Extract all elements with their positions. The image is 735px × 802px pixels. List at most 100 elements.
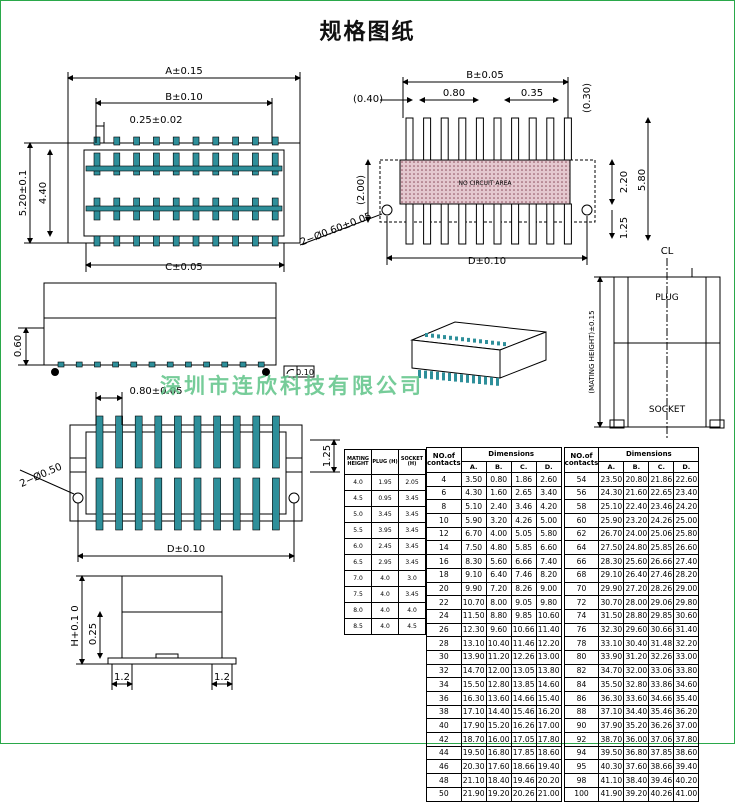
mt-cell: 35.20: [623, 718, 650, 734]
side-pin: [94, 361, 101, 368]
fp-dim-220-label: 2.20: [619, 171, 630, 193]
ht-cell: 3.45: [398, 554, 426, 571]
mt-cell: 16: [426, 554, 462, 569]
mt-cell: 38.40: [623, 773, 650, 788]
bottom-pin: [95, 477, 104, 531]
mt-cell: 5.60: [485, 554, 512, 569]
iso-pin: [425, 333, 428, 337]
bottom-pin-rows: [95, 415, 280, 531]
top-pin: [192, 136, 200, 146]
mt-cell: 17.00: [535, 718, 562, 734]
side-dim-060-label: 0.60: [13, 335, 24, 357]
isometric-view: [410, 321, 547, 386]
mt-cell: 4.26: [510, 513, 537, 528]
ht-cell: 3.95: [371, 522, 399, 539]
mt-cell: 76: [563, 622, 600, 638]
mt-cell: 16.20: [535, 704, 562, 720]
mt-cell: 20.26: [510, 786, 537, 802]
mt-cell: 3.46: [510, 499, 537, 515]
mt-cell: 100: [563, 786, 600, 802]
mt-cell: 16.30: [460, 691, 487, 706]
mt-cell: 30.70: [598, 595, 625, 610]
top-pin: [212, 152, 220, 176]
top-pin: [113, 235, 121, 247]
mt-cell: 39.50: [598, 745, 625, 761]
mt-cell: 18: [426, 567, 462, 583]
mt-cell: 36.30: [598, 691, 625, 706]
mt-cell: 36: [426, 691, 462, 706]
mt-cell: 36.80: [623, 745, 650, 761]
bottom-pin: [115, 477, 123, 531]
ht-cell: 6.0: [344, 538, 372, 555]
mt-cell: 28.26: [648, 581, 675, 597]
top-pin: [192, 235, 200, 247]
mt-cell: 56: [563, 485, 600, 501]
mt-cell: 20.20: [535, 773, 562, 788]
footprint-pad: [511, 203, 520, 245]
top-pin: [133, 136, 140, 146]
mt-cell: 7.20: [485, 581, 512, 597]
mt-cell: 29.85: [648, 608, 675, 624]
mt-cell: 29.06: [648, 595, 675, 610]
mt-cell: 4.20: [535, 499, 562, 515]
mt-cell: 15.50: [460, 677, 487, 692]
mt-cell: 18.66: [510, 759, 537, 775]
top-pin: [252, 152, 259, 176]
footprint-pad: [440, 203, 449, 245]
mt-cell: 34: [426, 677, 462, 692]
mt-cell: 19.40: [535, 759, 562, 775]
bottom-pin: [193, 415, 202, 469]
mt-cell: 74: [563, 608, 600, 624]
mt-cell: 48: [426, 773, 462, 788]
footprint-pad: [405, 117, 414, 161]
bottom-body: [69, 424, 303, 522]
front-dim-12a-label: 1.2: [114, 672, 130, 683]
mt-dims-header-left: Dimensions: [460, 447, 562, 462]
mt-cell: 9.10: [460, 567, 487, 583]
footprint-pad: [493, 203, 502, 245]
ht-cell: 3.45: [398, 490, 426, 507]
mt-cell: 40.26: [648, 786, 675, 802]
mt-cell: 35.46: [648, 704, 675, 720]
ht-cell: 1.95: [371, 474, 399, 491]
technical-drawing: A±0.15 B±0.10 0.25±0.02 C±0.05 5.20±0.1 …: [13, 66, 725, 690]
side-pin-tips: [57, 361, 265, 368]
bottom-pin: [193, 477, 202, 531]
mt-cell: 13.10: [460, 636, 487, 651]
mt-cell: 8.30: [460, 554, 487, 569]
mt-cell: 22: [426, 595, 462, 610]
bottom-pin: [252, 415, 261, 469]
mt-cell: 20.80: [623, 472, 650, 487]
side-pin: [239, 361, 247, 368]
mt-cell: 24.00: [623, 526, 650, 542]
mt-cell: 14.70: [460, 663, 487, 679]
iso-pin: [490, 377, 493, 386]
mt-cell: 29.00: [673, 581, 700, 597]
mt-cell: 9.00: [535, 581, 562, 597]
iso-pin: [460, 374, 463, 383]
mt-cell: 12: [426, 526, 462, 542]
mt-cell: 13.60: [485, 691, 512, 706]
iso-pin: [503, 342, 506, 347]
bottom-pin: [232, 477, 241, 531]
dim-pitch-label: 0.25±0.02: [130, 115, 183, 126]
mt-cell: 6: [426, 485, 462, 501]
top-inner-outline: [83, 149, 285, 237]
top-pin: [172, 235, 180, 247]
mt-col-a-r: A.: [598, 461, 625, 473]
mt-cell: 33.60: [623, 691, 650, 706]
iso-pin: [473, 338, 476, 343]
top-pin: [271, 152, 279, 176]
mt-cell: 39.40: [673, 759, 700, 775]
mt-cell: 16.00: [485, 732, 512, 747]
ht-cell: 3.45: [398, 522, 426, 539]
